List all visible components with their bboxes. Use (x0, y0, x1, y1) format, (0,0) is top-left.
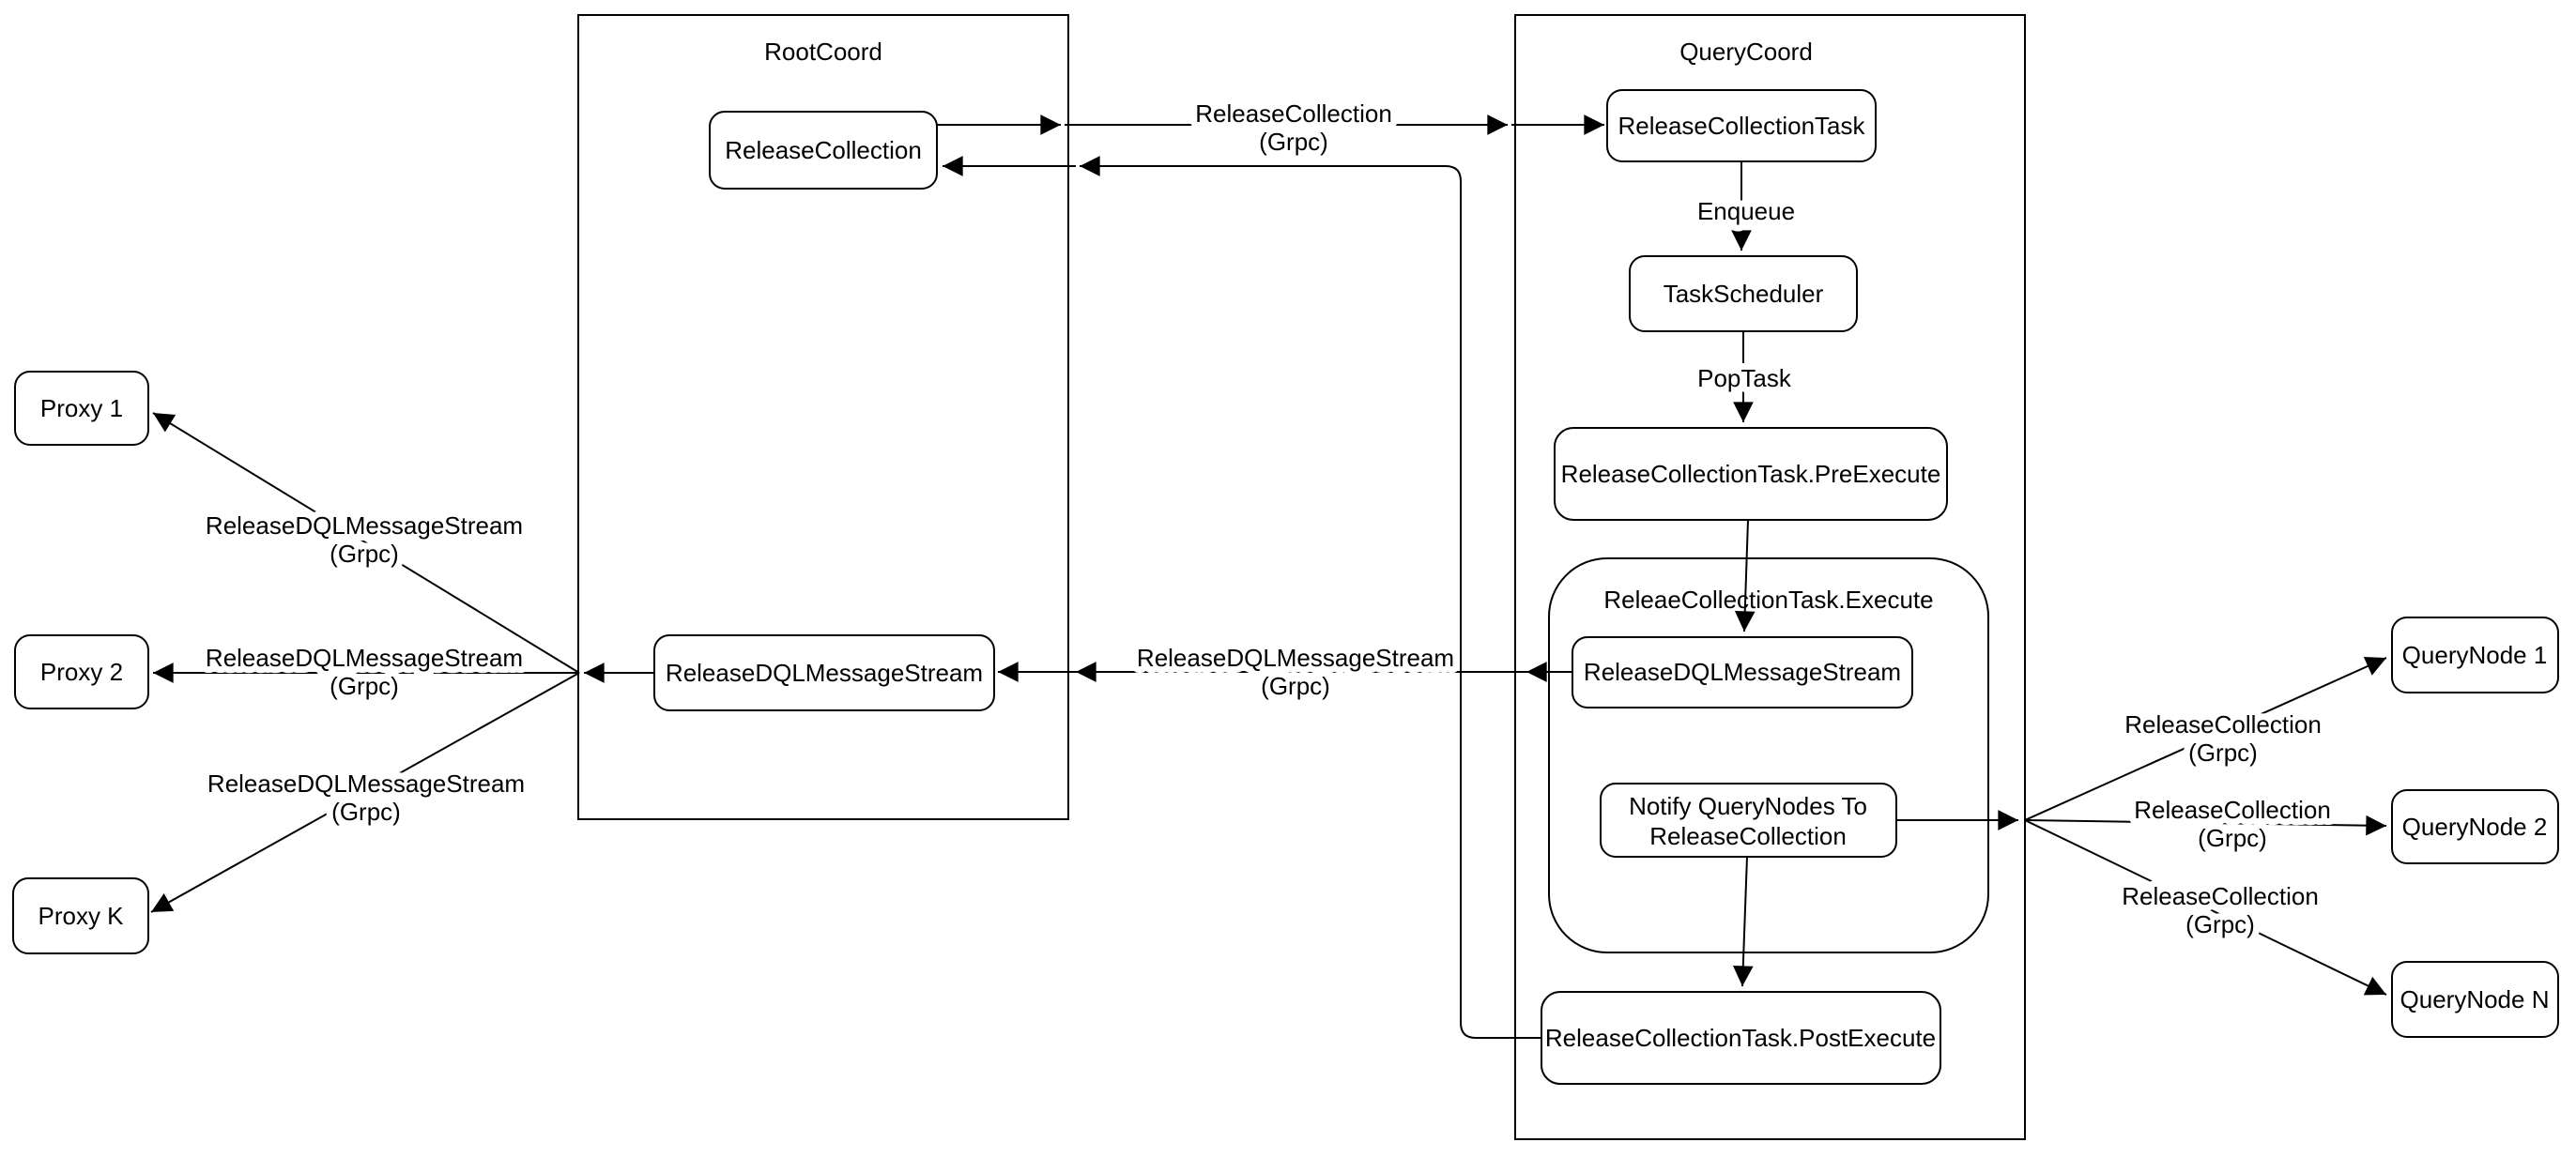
edge-label-text: ReleaseDQLMessageStream (1137, 644, 1454, 672)
edge-label-poptask: PopTask (1691, 358, 1799, 399)
proxy-2-box (14, 634, 149, 709)
edge-label-text: (Grpc) (2188, 739, 2258, 767)
query-node-1-label: QueryNode 1 (2402, 641, 2548, 669)
proxy-1-box (14, 371, 149, 446)
edge-label-text: (Grpc) (2198, 824, 2267, 852)
edge-label-releasecollection-grpc: ReleaseCollection (Grpc) (1188, 93, 1399, 162)
edge-label-text: Enqueue (1697, 197, 1795, 225)
notify-query-nodes-box (1600, 783, 1897, 858)
node-proxy-k: Proxy K (12, 877, 149, 954)
release-dql-message-stream-exec-box (1572, 636, 1913, 708)
edge-label-proxy1: ReleaseDQLMessageStream (Grpc) (199, 505, 529, 574)
proxy-k-label: Proxy K (38, 902, 124, 930)
edge-label-text: (Grpc) (1261, 672, 1330, 700)
release-dql-message-stream-root-box (653, 634, 995, 711)
query-node-1-box (2391, 617, 2559, 693)
edge-to-querynode2 (2024, 815, 2387, 836)
proxy-k-box (12, 877, 149, 954)
edge-label-text: (Grpc) (331, 798, 401, 826)
edge-label-text: PopTask (1697, 364, 1792, 392)
release-collection-task-label: ReleaseCollectionTask (1618, 112, 1865, 140)
edge-label-proxy2: ReleaseDQLMessageStream (Grpc) (199, 637, 529, 707)
node-proxy-2: Proxy 2 (14, 634, 149, 709)
node-query-node-n: QueryNode N (2391, 961, 2559, 1038)
edge-label-text: ReleaseDQLMessageStream (207, 769, 525, 798)
notify-query-nodes-label-line1: Notify QueryNodes To (1629, 792, 1867, 820)
container-querycoord: QueryCoord (1514, 14, 2026, 1140)
release-collection-label: ReleaseCollection (725, 136, 922, 164)
edge-label-text: (Grpc) (330, 540, 399, 568)
query-node-2-box (2391, 789, 2559, 864)
node-query-node-2: QueryNode 2 (2391, 789, 2559, 864)
node-release-dql-message-stream-root: ReleaseDQLMessageStream (653, 634, 995, 711)
edge-label-enqueue: Enqueue (1691, 190, 1802, 232)
edge-label-querynode1: ReleaseCollection (Grpc) (2118, 704, 2328, 773)
task-scheduler-label: TaskScheduler (1664, 280, 1824, 308)
release-dql-message-stream-root-label: ReleaseDQLMessageStream (666, 659, 983, 687)
edge-to-querynode1 (2024, 656, 2387, 821)
container-execute-group: ReleaeCollectionTask.Execute (1548, 557, 1989, 953)
release-collection-box (709, 111, 938, 190)
node-query-node-1: QueryNode 1 (2391, 617, 2559, 693)
edge-label-text: ReleaseCollection (2122, 882, 2319, 910)
edge-to-querynoden (2024, 819, 2387, 996)
node-pre-execute: ReleaseCollectionTask.PreExecute (1554, 427, 1948, 521)
edge-label-text: ReleaseCollection (2124, 710, 2322, 739)
edge-label-text: ReleaseDQLMessageStream (206, 644, 523, 672)
release-collection-task-box (1606, 89, 1877, 162)
node-post-execute: ReleaseCollectionTask.PostExecute (1541, 991, 1941, 1085)
edge-notify-to-postexecute (1732, 856, 1754, 987)
edge-label-text: (Grpc) (330, 672, 399, 700)
release-dql-message-stream-exec-label: ReleaseDQLMessageStream (1584, 658, 1901, 686)
edge-label-text: (Grpc) (2185, 910, 2255, 938)
pre-execute-box (1554, 427, 1948, 521)
node-release-collection: ReleaseCollection (709, 111, 938, 190)
edge-label-dql-to-rootcoord: ReleaseDQLMessageStream (Grpc) (1130, 637, 1461, 707)
rootcoord-title: RootCoord (764, 38, 882, 66)
task-scheduler-box (1629, 255, 1858, 332)
querycoord-title: QueryCoord (1679, 38, 1813, 66)
edge-postexecute-return (1080, 156, 1541, 1039)
post-execute-label: ReleaseCollectionTask.PostExecute (1545, 1024, 1936, 1052)
querycoord-border (1514, 14, 2026, 1140)
node-proxy-1: Proxy 1 (14, 371, 149, 446)
notify-query-nodes-label-line2: ReleaseCollection (1649, 822, 1847, 850)
edge-preexecute-to-dqlstream (1734, 519, 1756, 632)
node-release-collection-task: ReleaseCollectionTask (1606, 89, 1877, 162)
node-task-scheduler: TaskScheduler (1629, 255, 1858, 332)
node-release-dql-message-stream-exec: ReleaseDQLMessageStream (1572, 636, 1913, 708)
edge-label-proxyk: ReleaseDQLMessageStream (Grpc) (201, 763, 531, 832)
execute-group-border (1548, 557, 1989, 953)
proxy-2-label: Proxy 2 (40, 658, 123, 686)
query-node-n-label: QueryNode N (2400, 985, 2550, 1013)
query-node-2-label: QueryNode 2 (2402, 813, 2548, 841)
proxy-1-label: Proxy 1 (40, 394, 123, 422)
edge-label-text: ReleaseDQLMessageStream (206, 511, 523, 540)
edge-to-proxy1 (152, 412, 580, 674)
edge-label-text: (Grpc) (1259, 128, 1328, 156)
edge-to-proxyk (150, 672, 580, 913)
edge-label-querynoden: ReleaseCollection (Grpc) (2115, 876, 2325, 945)
node-notify-query-nodes: Notify QueryNodes To ReleaseCollection (1600, 783, 1897, 858)
pre-execute-label: ReleaseCollectionTask.PreExecute (1561, 460, 1941, 488)
container-rootcoord: RootCoord (577, 14, 1069, 820)
edge-label-querynode2: ReleaseCollection (Grpc) (2127, 789, 2338, 859)
query-node-n-box (2391, 961, 2559, 1038)
rootcoord-border (577, 14, 1069, 820)
edge-label-text: ReleaseCollection (2134, 796, 2331, 824)
edge-label-text: ReleaseCollection (1195, 99, 1392, 128)
execute-group-title: ReleaeCollectionTask.Execute (1603, 586, 1933, 614)
post-execute-box (1541, 991, 1941, 1085)
